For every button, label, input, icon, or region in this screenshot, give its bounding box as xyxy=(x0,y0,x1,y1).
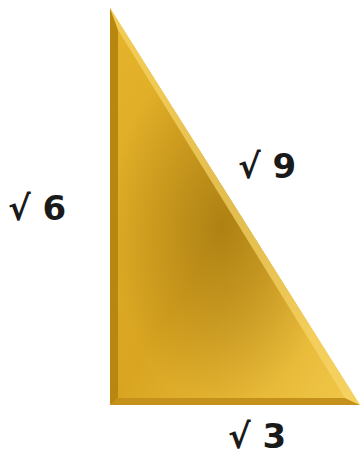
bevel-left xyxy=(110,8,118,405)
triangle-shade xyxy=(110,8,360,405)
side-length-label: √ 9 xyxy=(238,148,296,185)
triangle-face xyxy=(110,8,360,405)
bevel-hypotenuse xyxy=(110,8,360,405)
side-length-label: √ 3 xyxy=(228,418,286,455)
bevel-bottom xyxy=(110,398,360,405)
side-length-label: √ 6 xyxy=(8,190,66,227)
